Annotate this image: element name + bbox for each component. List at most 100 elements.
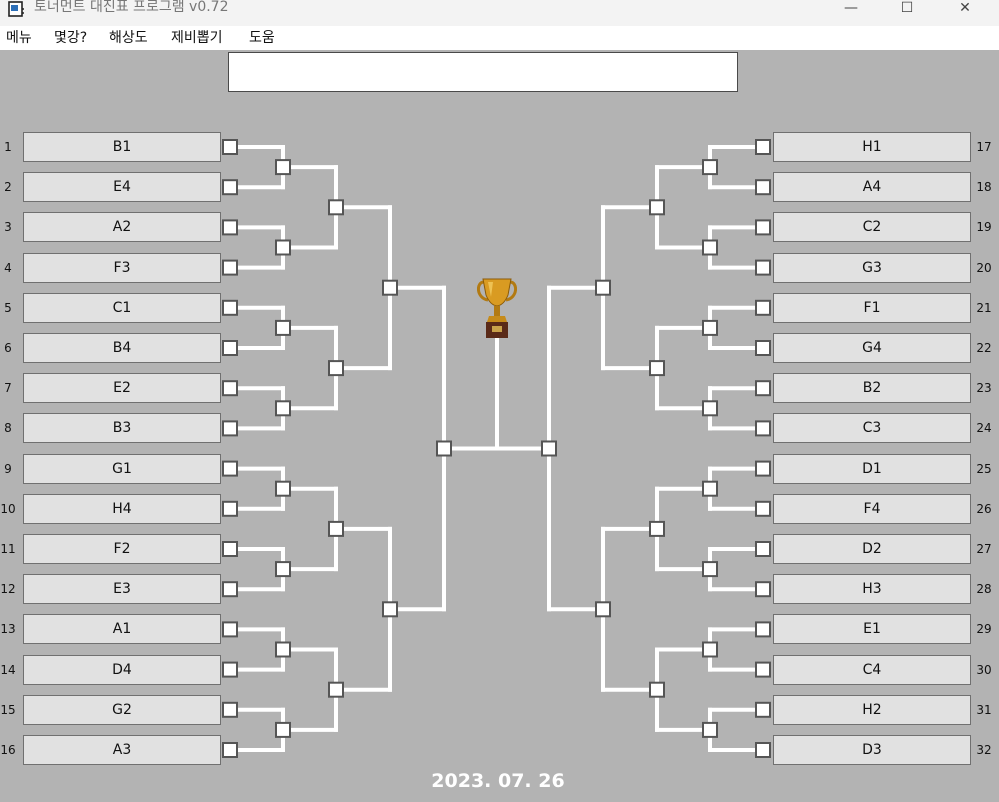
right-team-slot[interactable]: D1: [773, 453, 971, 484]
right-team-slot[interactable]: D2: [773, 534, 971, 564]
right-match-node[interactable]: [755, 581, 771, 598]
right-team-slot[interactable]: E1: [773, 614, 971, 645]
left-team-slot[interactable]: E4: [23, 172, 221, 203]
left-match-node[interactable]: [222, 340, 238, 356]
left-match-node[interactable]: [222, 500, 238, 517]
right-match-node[interactable]: [702, 319, 718, 336]
right-match-node[interactable]: [702, 239, 718, 256]
right-match-node[interactable]: [755, 219, 771, 236]
right-team-slot[interactable]: C2: [773, 212, 971, 243]
right-match-node[interactable]: [755, 460, 771, 477]
right-team-slot[interactable]: A4: [773, 172, 971, 203]
left-team-slot[interactable]: F2: [23, 534, 221, 564]
left-team-slot[interactable]: A1: [23, 614, 221, 645]
left-team-slot[interactable]: G2: [23, 694, 221, 725]
right-match-node[interactable]: [649, 681, 665, 698]
left-match-node[interactable]: [222, 541, 238, 557]
left-match-node[interactable]: [222, 420, 238, 437]
left-match-node[interactable]: [222, 742, 238, 758]
left-match-node[interactable]: [275, 641, 291, 658]
right-match-node[interactable]: [702, 480, 718, 497]
left-match-node[interactable]: [222, 219, 238, 236]
left-match-node[interactable]: [275, 239, 291, 256]
right-match-node[interactable]: [649, 360, 665, 377]
left-team-slot[interactable]: B3: [23, 413, 221, 444]
left-match-node[interactable]: [222, 139, 238, 155]
menu-item-draw[interactable]: 제비뽑기: [171, 30, 223, 46]
right-match-node[interactable]: [755, 259, 771, 276]
right-team-slot[interactable]: C4: [773, 654, 971, 685]
left-match-node[interactable]: [222, 179, 238, 196]
right-team-slot[interactable]: F1: [773, 292, 971, 323]
minimize-button[interactable]: —: [828, 0, 874, 16]
left-team-slot[interactable]: F3: [23, 252, 221, 283]
right-team-slot[interactable]: G4: [773, 333, 971, 363]
right-team-slot[interactable]: F4: [773, 493, 971, 524]
right-match-node[interactable]: [755, 701, 771, 718]
left-team-slot[interactable]: G1: [23, 453, 221, 484]
left-match-node[interactable]: [328, 520, 344, 537]
right-team-slot[interactable]: H3: [773, 574, 971, 605]
left-team-slot[interactable]: H4: [23, 493, 221, 524]
right-team-slot[interactable]: G3: [773, 252, 971, 283]
right-team-slot[interactable]: H2: [773, 694, 971, 725]
right-match-node[interactable]: [755, 661, 771, 678]
right-team-slot[interactable]: H1: [773, 132, 971, 162]
menu-item-resolution[interactable]: 해상도: [109, 30, 148, 46]
right-match-node[interactable]: [702, 159, 718, 176]
right-match-node[interactable]: [755, 299, 771, 316]
left-match-node[interactable]: [275, 159, 291, 176]
left-match-node[interactable]: [222, 460, 238, 477]
menu-item-rounds[interactable]: 몇강?: [54, 30, 88, 46]
left-match-node[interactable]: [222, 621, 238, 638]
right-final-node[interactable]: [541, 440, 557, 457]
right-team-slot[interactable]: B2: [773, 373, 971, 404]
left-match-node[interactable]: [222, 380, 238, 397]
left-match-node[interactable]: [275, 561, 291, 578]
left-match-node[interactable]: [382, 601, 398, 618]
left-team-slot[interactable]: A2: [23, 212, 221, 243]
right-match-node[interactable]: [755, 139, 771, 155]
right-match-node[interactable]: [702, 400, 718, 417]
right-match-node[interactable]: [702, 561, 718, 578]
right-match-node[interactable]: [702, 641, 718, 658]
left-team-slot[interactable]: E2: [23, 373, 221, 404]
left-match-node[interactable]: [222, 701, 238, 718]
left-match-node[interactable]: [275, 480, 291, 497]
left-team-slot[interactable]: B1: [23, 132, 221, 162]
right-match-node[interactable]: [755, 500, 771, 517]
right-team-slot[interactable]: C3: [773, 413, 971, 444]
left-team-slot[interactable]: D4: [23, 654, 221, 685]
right-match-node[interactable]: [755, 420, 771, 437]
right-match-node[interactable]: [755, 621, 771, 638]
right-match-node[interactable]: [755, 380, 771, 397]
left-match-node[interactable]: [328, 199, 344, 216]
right-match-node[interactable]: [755, 340, 771, 356]
close-button[interactable]: ✕: [942, 0, 988, 16]
left-match-node[interactable]: [275, 721, 291, 738]
right-match-node[interactable]: [755, 742, 771, 758]
right-match-node[interactable]: [702, 721, 718, 738]
maximize-button[interactable]: ☐: [884, 0, 930, 16]
left-final-node[interactable]: [436, 440, 452, 457]
left-match-node[interactable]: [328, 360, 344, 377]
left-match-node[interactable]: [382, 279, 398, 296]
right-match-node[interactable]: [755, 541, 771, 557]
left-team-slot[interactable]: A3: [23, 735, 221, 765]
right-match-node[interactable]: [595, 601, 611, 618]
left-match-node[interactable]: [222, 661, 238, 678]
left-team-slot[interactable]: E3: [23, 574, 221, 605]
left-match-node[interactable]: [222, 299, 238, 316]
left-team-slot[interactable]: B4: [23, 333, 221, 363]
right-match-node[interactable]: [755, 179, 771, 196]
right-match-node[interactable]: [649, 199, 665, 216]
left-match-node[interactable]: [275, 400, 291, 417]
left-match-node[interactable]: [222, 581, 238, 598]
left-team-slot[interactable]: C1: [23, 292, 221, 323]
menu-item-menu[interactable]: 메뉴: [6, 30, 32, 46]
right-team-slot[interactable]: D3: [773, 735, 971, 765]
right-match-node[interactable]: [649, 520, 665, 537]
menu-item-help[interactable]: 도움: [249, 30, 275, 46]
left-match-node[interactable]: [222, 259, 238, 276]
left-match-node[interactable]: [328, 681, 344, 698]
